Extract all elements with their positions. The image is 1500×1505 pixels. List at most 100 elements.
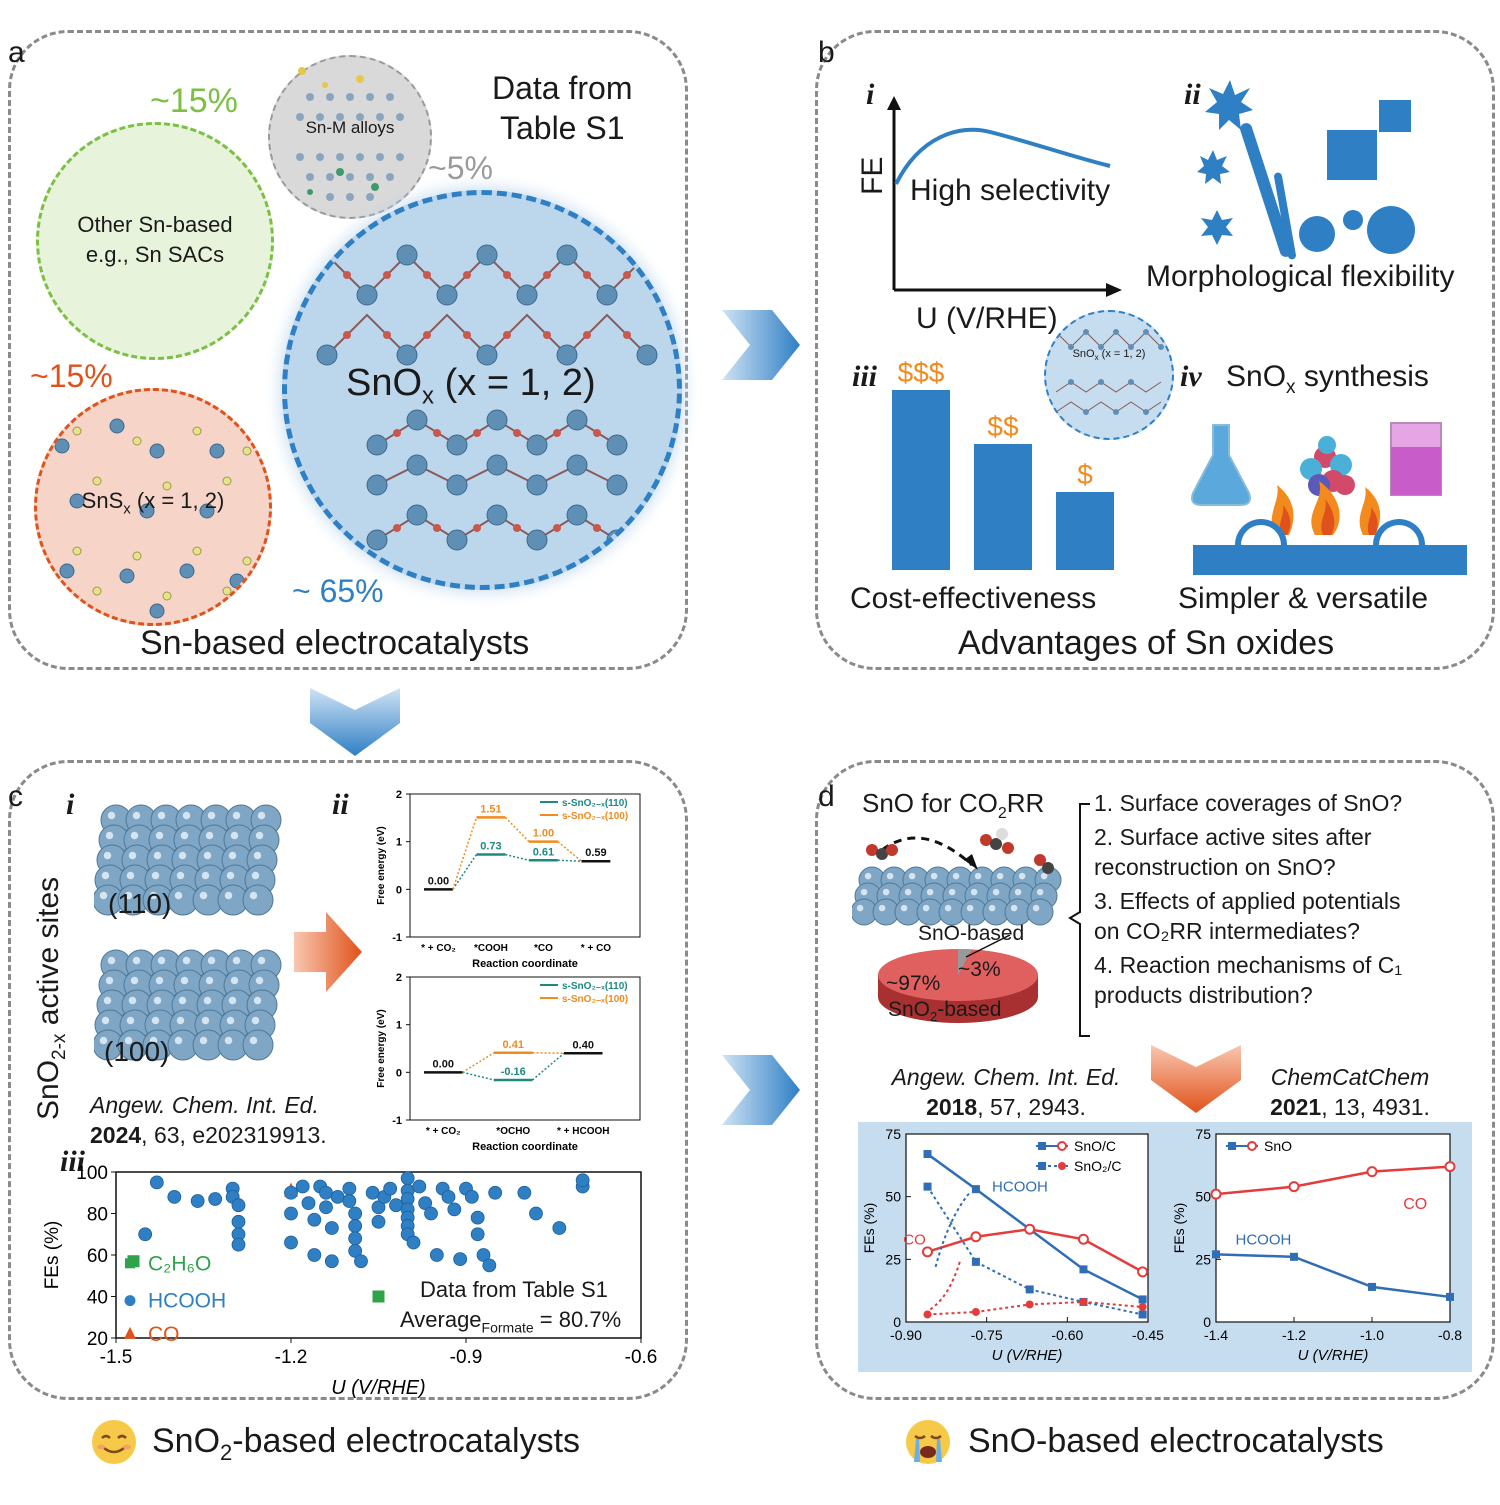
c-ref-year: 2024 <box>90 1122 142 1148</box>
atom-highlight <box>176 871 185 880</box>
atom-highlight <box>182 956 191 965</box>
atom-highlight <box>1040 872 1048 880</box>
plot-frame <box>409 976 641 1121</box>
data-point <box>1079 1265 1088 1274</box>
c-reference: Angew. Chem. Int. Ed. 2024, 63, e2023199… <box>90 1090 327 1150</box>
d-ref1-line2: 2018, 57, 2943. <box>866 1092 1146 1122</box>
atom-highlight <box>226 871 235 880</box>
y-tick-label: 0 <box>893 1314 901 1330</box>
d-ref2-year: 2021 <box>1270 1094 1322 1120</box>
hcooh-point <box>348 1219 363 1233</box>
data-point <box>971 1185 980 1194</box>
x-axis-label: Reaction coordinate <box>472 1141 578 1153</box>
hcooh-point <box>301 1196 316 1211</box>
cost-bar-3 <box>1056 492 1114 570</box>
y-tick-label: 25 <box>1195 1251 1211 1267</box>
tin-atom <box>242 884 274 916</box>
panel-b-frame <box>815 30 1495 670</box>
atom-highlight <box>182 811 191 820</box>
atom-highlight <box>249 891 258 900</box>
snox-circle <box>282 190 682 590</box>
panel-a-label: a <box>8 36 25 69</box>
hcooh-point <box>371 1200 386 1215</box>
d-ref1-rest: , 57, 2943. <box>977 1094 1086 1120</box>
legend-marker <box>1247 1141 1257 1151</box>
legend-marker <box>1228 1142 1236 1150</box>
atom-highlight <box>970 888 978 896</box>
atom-highlight <box>99 1036 108 1045</box>
hcooh-point <box>354 1254 368 1269</box>
hcooh-point <box>319 1185 333 1200</box>
series-line <box>1215 1253 1451 1299</box>
legend-marker <box>124 1326 136 1339</box>
c-iii-note2: AverageFormate = 80.7% <box>400 1307 621 1335</box>
arrow-a-to-b <box>722 310 800 380</box>
hcooh-point <box>424 1206 438 1221</box>
hcooh-point <box>324 1254 339 1269</box>
panel-c-caption-post: -based electrocatalysts <box>232 1422 581 1460</box>
c-i-label: i <box>66 788 75 821</box>
panel-c-caption-sub: 2 <box>220 1439 233 1465</box>
hcooh-point <box>284 1185 298 1200</box>
c-iii-note1: Data from Table S1 <box>420 1277 608 1302</box>
other-sn-circle <box>36 122 274 360</box>
cost-bar-label-2: $$ <box>987 411 1019 442</box>
data-point <box>1444 1161 1456 1173</box>
data-point <box>1025 1300 1034 1309</box>
b-iv-title-rest: synthesis <box>1295 360 1429 393</box>
atom-highlight <box>251 1016 260 1025</box>
hcooh-point <box>529 1206 543 1221</box>
x-tick-label: -1.5 <box>100 1347 133 1368</box>
d-ref2-journal: ChemCatChem <box>1270 1064 1430 1090</box>
atom-highlight <box>174 1036 183 1045</box>
adsorbate-atom <box>1042 862 1054 874</box>
c-side-title-sub: 2-x <box>49 1033 70 1060</box>
legend-label: SnO₂/C <box>1074 1158 1121 1174</box>
legend-marker <box>125 1258 135 1269</box>
annotation-hcooh: HCOOH <box>1236 1231 1292 1248</box>
c-iii-note2-sub: Formate <box>481 1319 534 1336</box>
atom-highlight <box>99 891 108 900</box>
d-title: SnO for CO2RR <box>862 788 1044 823</box>
adsorbate-atom <box>1002 842 1014 854</box>
x-tick-label: -1.0 <box>1360 1327 1384 1343</box>
atom-highlight <box>860 888 868 896</box>
data-source-note: Data from Table S1 <box>492 68 632 148</box>
y-tick-label: 50 <box>885 1189 901 1205</box>
hcooh-point <box>371 1214 386 1229</box>
plot-frame <box>1215 1133 1451 1323</box>
hcooh-point <box>167 1190 182 1204</box>
atom-highlight <box>900 904 908 912</box>
panel-a-caption: Sn-based electrocatalysts <box>140 624 530 662</box>
hcooh-point <box>342 1194 357 1208</box>
legend-label: s-SnO₂₋ₓ(110) <box>562 981 628 992</box>
atom-highlight <box>178 996 187 1005</box>
question-4-line2: products distribution? <box>1094 982 1313 1008</box>
hcooh-point <box>476 1248 491 1262</box>
energy-connector <box>452 854 478 890</box>
atom-highlight <box>1014 888 1022 896</box>
hcooh-point <box>149 1175 164 1190</box>
b-iv-title: SnOx synthesis <box>1226 360 1429 399</box>
energy-value-label: -0.16 <box>501 1066 526 1078</box>
question-4-line1: 4. Reaction mechanisms of C₁ <box>1094 952 1403 978</box>
hcooh-point <box>231 1214 246 1229</box>
atom-highlight <box>230 976 239 985</box>
hcooh-point <box>418 1196 433 1211</box>
data-point <box>1138 1302 1147 1311</box>
atom-highlight <box>232 811 241 820</box>
snox-label-main: SnO <box>346 362 423 404</box>
hcooh-point <box>412 1179 427 1194</box>
panel-b-caption: Advantages of Sn oxides <box>958 624 1335 662</box>
c-iii-label: iii <box>60 1145 86 1178</box>
question-4: 4. Reaction mechanisms of C₁ products dis… <box>1094 950 1402 1010</box>
panel-d-caption: SnO-based electrocatalysts <box>968 1422 1384 1460</box>
x-axis-label: U (V/RHE) <box>992 1347 1063 1364</box>
hcooh-point <box>348 1206 363 1221</box>
atom-highlight <box>101 1016 110 1025</box>
data-point <box>1290 1252 1298 1261</box>
x-tick-label: -0.75 <box>971 1327 1003 1343</box>
atom-highlight <box>124 891 133 900</box>
